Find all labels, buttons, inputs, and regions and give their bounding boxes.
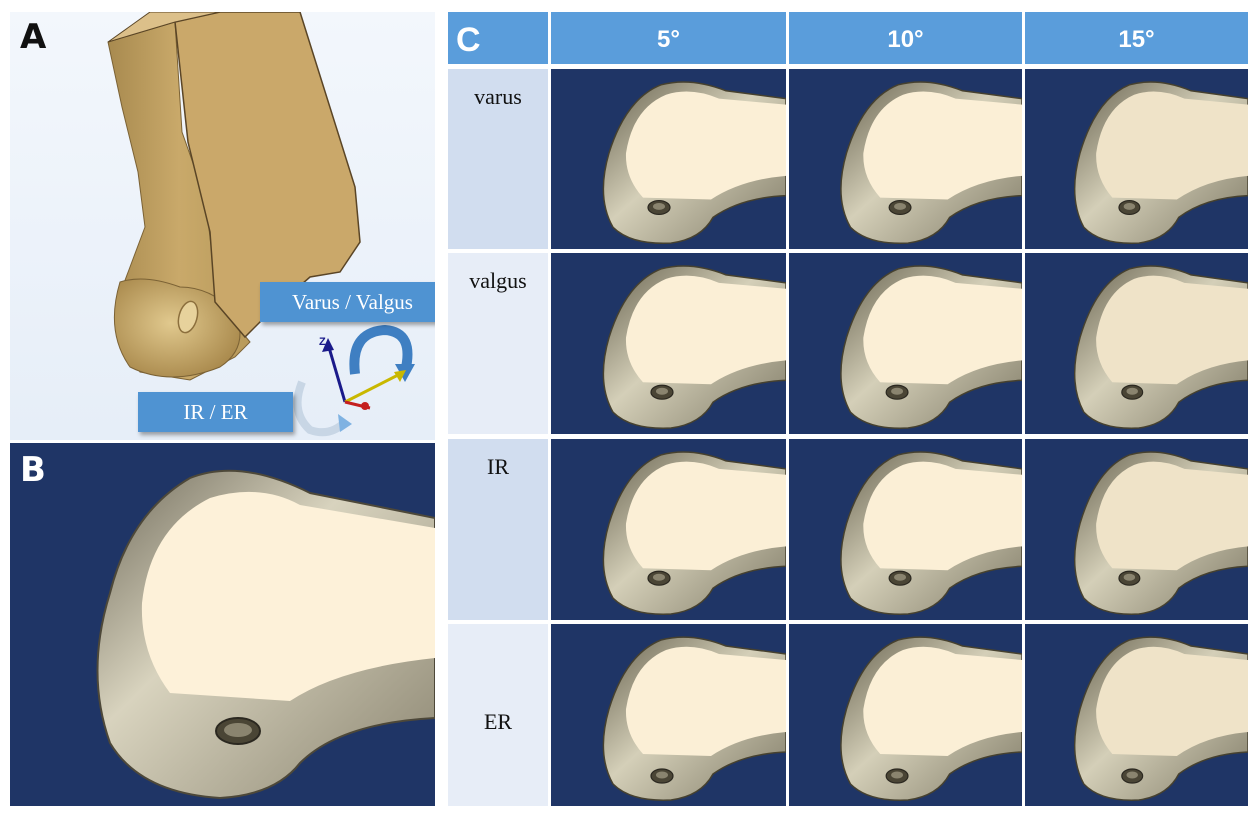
- column-header-15deg: 15°: [1025, 12, 1248, 64]
- row-label-varus: varus: [448, 69, 548, 249]
- femur-section-image: [789, 624, 1022, 806]
- cross-section-valgus-15deg: [1025, 253, 1248, 434]
- cross-section-valgus-5deg: [551, 253, 786, 434]
- femur-section-image: [551, 624, 786, 806]
- cross-section-er-5deg: [551, 624, 786, 806]
- cross-section-varus-15deg: [1025, 69, 1248, 249]
- z-axis-line: [328, 344, 345, 402]
- femur-section-image: [789, 253, 1022, 434]
- panel-a-letter: A: [20, 20, 46, 54]
- femur-section-image: [789, 439, 1022, 620]
- femur-section-image: [789, 69, 1022, 249]
- cross-section-ir-10deg: [789, 439, 1022, 620]
- cross-section-valgus-10deg: [789, 253, 1022, 434]
- femur-section-image: [1025, 69, 1248, 249]
- z-axis-label: Z: [319, 336, 326, 348]
- femur-section-image: [551, 69, 786, 249]
- panel-c-letter: C: [448, 12, 548, 64]
- cross-section-varus-10deg: [789, 69, 1022, 249]
- column-header-10deg: 10°: [789, 12, 1022, 64]
- ir-er-tag: IR / ER: [138, 392, 293, 432]
- femur-section-image: [551, 439, 786, 620]
- varus-valgus-tag: Varus / Valgus: [260, 282, 435, 322]
- femur-cross-section-large: [10, 443, 435, 806]
- panel-b: B: [10, 443, 435, 806]
- femur-section-image: [1025, 253, 1248, 434]
- cross-section-varus-5deg: [551, 69, 786, 249]
- femur-section-image: [1025, 439, 1248, 620]
- femur-section-image: [1025, 624, 1248, 806]
- femur-section-image: [551, 253, 786, 434]
- panel-a: A: [10, 12, 435, 440]
- cross-section-er-15deg: [1025, 624, 1248, 806]
- cross-section-ir-5deg: [551, 439, 786, 620]
- column-header-5deg: 5°: [551, 12, 786, 64]
- cross-section-er-10deg: [789, 624, 1022, 806]
- panel-c-grid: C 5° 10° 15° varus valgus IR ER: [448, 12, 1248, 806]
- femur-cut-model: Z: [10, 12, 435, 440]
- cross-section-ir-15deg: [1025, 439, 1248, 620]
- row-label-ir: IR: [448, 439, 548, 620]
- row-label-er: ER: [448, 624, 548, 806]
- row-label-valgus: valgus: [448, 253, 548, 434]
- panel-b-letter: B: [20, 453, 46, 487]
